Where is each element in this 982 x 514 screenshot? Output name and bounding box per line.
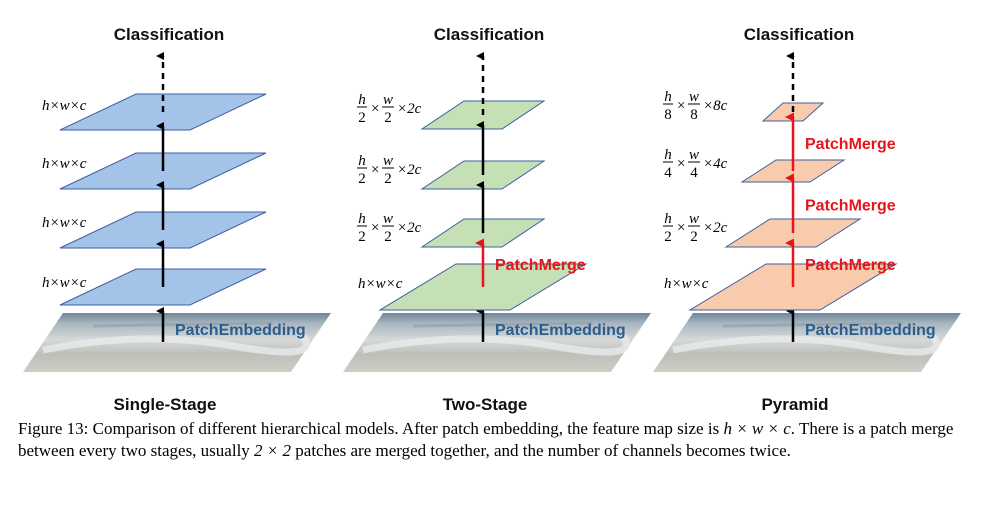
dim-tail: ×2c	[703, 220, 728, 236]
frac-den-2: 2	[384, 229, 392, 245]
frac-num-2: w	[689, 147, 699, 163]
figure-caption: Figure 13: Comparison of different hiera…	[18, 418, 968, 462]
caption-math-1: h × w × c	[723, 419, 791, 438]
stage-name: Pyramid	[761, 395, 828, 414]
frac-num-2: w	[383, 92, 393, 108]
input-image-horizon	[412, 321, 594, 328]
input-image-horizon	[722, 321, 904, 328]
feature-dims-2: h 2 ×w 2 ×2c	[663, 211, 728, 245]
times-1: ×	[371, 101, 379, 117]
dim-text: h×w×c	[42, 275, 87, 291]
dim-tail: ×8c	[703, 98, 728, 114]
frac-num-1: h	[358, 153, 366, 169]
feature-dims-2: h 2 ×w 2 ×2c	[357, 211, 422, 245]
frac-den-1: 2	[664, 229, 672, 245]
feature-dims-1: h×w×c	[358, 276, 403, 292]
frac-num-1: h	[358, 92, 366, 108]
stage-name: Single-Stage	[114, 395, 217, 414]
feature-dims-4: h×w×c	[42, 98, 87, 114]
frac-num-1: h	[664, 147, 672, 163]
dim-text: h×w×c	[664, 276, 709, 292]
frac-num-1: h	[358, 211, 366, 227]
caption-label: Figure 13:	[18, 419, 89, 438]
frac-den-2: 4	[690, 165, 698, 181]
feature-dims-2: h×w×c	[42, 215, 87, 231]
feature-dims-1: h×w×c	[42, 275, 87, 291]
feature-dims-4: h 8 ×w 8 ×8c	[663, 89, 728, 123]
times-1: ×	[371, 220, 379, 236]
times-1: ×	[371, 162, 379, 178]
dim-tail: ×2c	[397, 220, 422, 236]
feature-dims-1: h×w×c	[664, 276, 709, 292]
dim-text: h×w×c	[42, 98, 87, 114]
times-1: ×	[677, 156, 685, 172]
patch-merge-label-3: PatchMerge	[805, 136, 896, 153]
feature-dims-3: h×w×c	[42, 156, 87, 172]
times-1: ×	[677, 98, 685, 114]
frac-den-2: 2	[384, 171, 392, 187]
frac-num-1: h	[664, 89, 672, 105]
frac-num-2: w	[383, 211, 393, 227]
frac-den-2: 8	[690, 107, 698, 123]
input-image	[343, 313, 651, 372]
dim-tail: ×2c	[397, 101, 422, 117]
input-image-cloud	[362, 333, 631, 356]
frac-num-2: w	[689, 89, 699, 105]
patch-embedding-label: PatchEmbedding	[175, 322, 306, 339]
caption-text-2: . There is a patch merge between every t…	[18, 419, 954, 460]
feature-dims-3: h 2 ×w 2 ×2c	[357, 153, 422, 187]
hierarchical-models-figure: ClassificationPatchEmbeddingh×w×ch×w×ch×…	[23, 25, 961, 414]
caption-text-1: Comparison of different hierarchical mod…	[92, 419, 720, 438]
frac-den-1: 2	[358, 229, 366, 245]
caption-text-3: patches are merged together, and the num…	[295, 441, 791, 460]
feature-dims-3: h 4 ×w 4 ×4c	[663, 147, 728, 181]
classification-label: Classification	[114, 25, 225, 44]
input-image	[23, 313, 331, 372]
input-image-cloud	[672, 333, 941, 356]
frac-num-2: w	[383, 153, 393, 169]
dim-text: h×w×c	[358, 276, 403, 292]
frac-den-2: 2	[384, 110, 392, 126]
dim-text: h×w×c	[42, 156, 87, 172]
frac-den-1: 2	[358, 171, 366, 187]
dim-tail: ×2c	[397, 162, 422, 178]
patch-merge-label-1: PatchMerge	[805, 257, 896, 274]
frac-den-1: 8	[664, 107, 672, 123]
classification-label: Classification	[434, 25, 545, 44]
classification-label: Classification	[744, 25, 855, 44]
times-1: ×	[677, 220, 685, 236]
frac-den-1: 2	[358, 110, 366, 126]
caption-math-2: 2 × 2	[254, 441, 292, 460]
feature-dims-4: h 2 ×w 2 ×2c	[357, 92, 422, 126]
patch-merge-label-1: PatchMerge	[495, 257, 586, 274]
frac-num-1: h	[664, 211, 672, 227]
frac-den-1: 4	[664, 165, 672, 181]
input-image-cloud	[42, 333, 311, 356]
frac-num-2: w	[689, 211, 699, 227]
input-image-horizon	[92, 321, 274, 328]
dim-text: h×w×c	[42, 215, 87, 231]
patch-embedding-label: PatchEmbedding	[495, 322, 626, 339]
stage-name: Two-Stage	[443, 395, 528, 414]
frac-den-2: 2	[690, 229, 698, 245]
input-image	[653, 313, 961, 372]
column-pyramid: ClassificationPatchEmbeddingh×w×ch2×w2×2…	[653, 25, 961, 414]
column-two-stage: ClassificationPatchEmbeddingh×w×ch2×w2×2…	[343, 25, 651, 414]
dim-tail: ×4c	[703, 156, 728, 172]
patch-embedding-label: PatchEmbedding	[805, 322, 936, 339]
patch-merge-label-2: PatchMerge	[805, 198, 896, 215]
